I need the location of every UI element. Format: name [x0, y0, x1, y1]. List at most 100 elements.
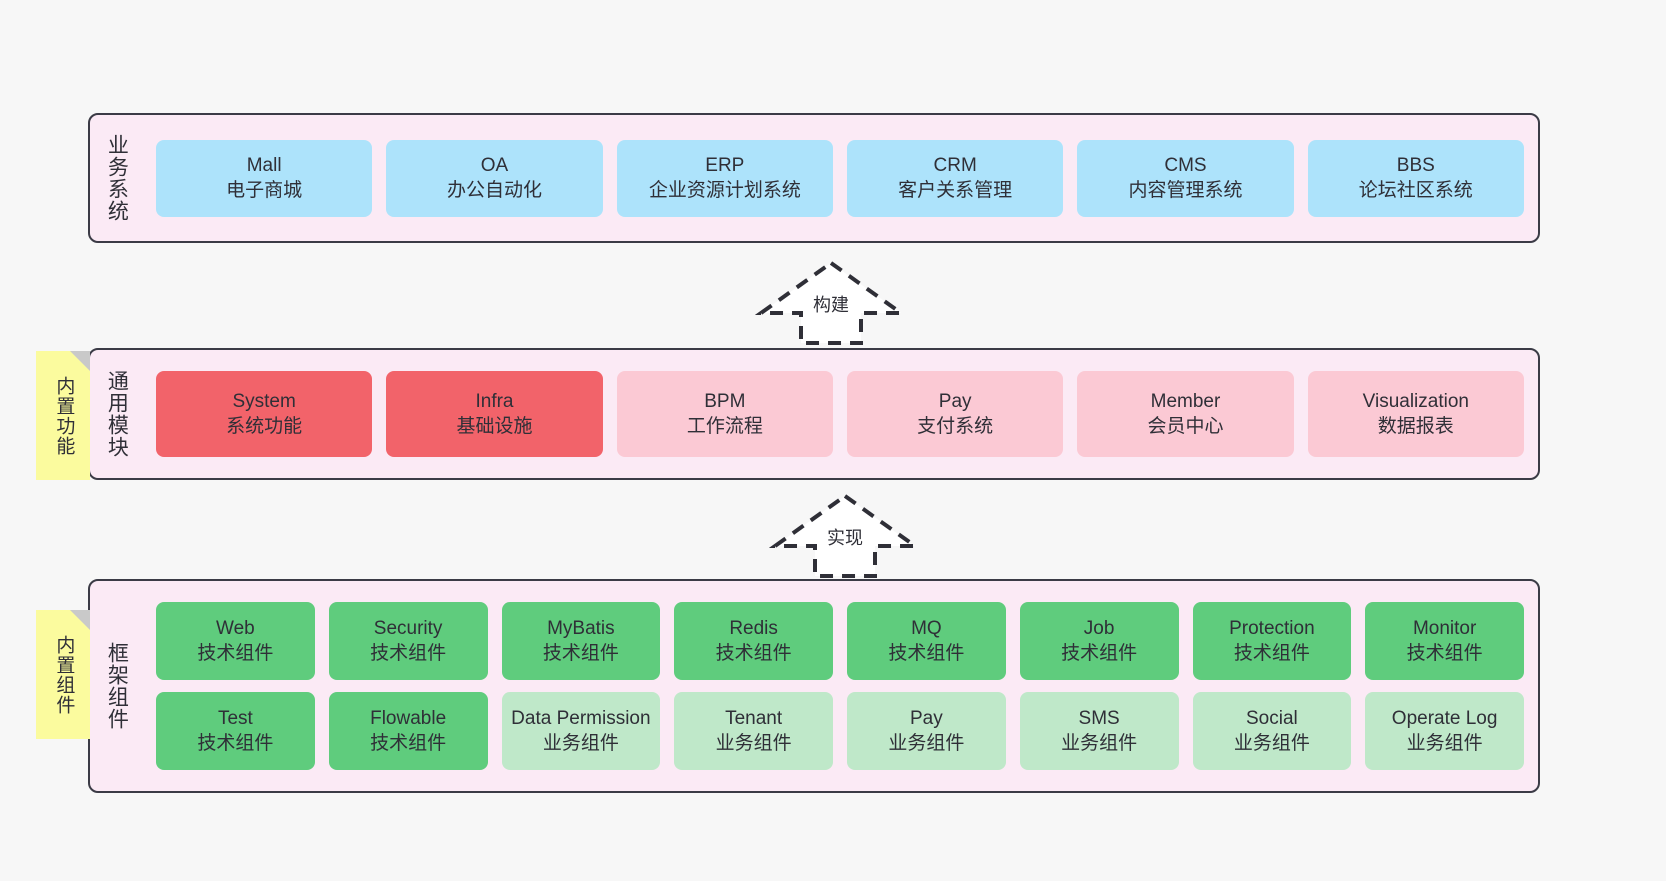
note-label: 内置功能 [53, 375, 75, 456]
card-title-en: Data Permission [511, 707, 651, 729]
card-title-cn: 技术组件 [1233, 643, 1310, 664]
card-operate-log[interactable]: Operate Log 业务组件 [1365, 692, 1524, 770]
card-title-cn: 业务组件 [542, 733, 619, 754]
dashed-block-arrow-up-icon [754, 260, 908, 345]
card-pay-component[interactable]: Pay 业务组件 [847, 692, 1006, 770]
card-title-en: MQ [911, 617, 942, 639]
card-title-cn: 系统功能 [226, 416, 303, 437]
card-social[interactable]: Social 业务组件 [1192, 692, 1352, 770]
card-protection[interactable]: Protection 技术组件 [1192, 602, 1352, 680]
card-title-en: Pay [910, 707, 943, 729]
card-oa[interactable]: OA 办公自动化 [386, 139, 603, 217]
card-title-en: Infra [475, 390, 514, 412]
card-title-en: Mall [246, 154, 282, 176]
card-title-cn: 技术组件 [1061, 643, 1138, 664]
card-title-en: Social [1246, 707, 1298, 729]
card-title-cn: 企业资源计划系统 [648, 180, 801, 201]
card-title-cn: 技术组件 [370, 643, 447, 664]
card-mq[interactable]: MQ 技术组件 [847, 602, 1006, 680]
card-title-cn: 电子商城 [226, 180, 303, 201]
card-title-en: Flowable [370, 707, 447, 729]
card-title-en: CRM [933, 154, 977, 176]
layer-common-module: 通用模块 System 系统功能 Infra 基础设施 BPM 工作流程 Pay… [88, 348, 1540, 480]
note-builtin-component: 内置组件 [36, 610, 90, 739]
card-title-cn: 业务组件 [715, 733, 792, 754]
card-title-cn: 技术组件 [715, 643, 792, 664]
card-title-en: BPM [704, 390, 746, 412]
card-title-cn: 业务组件 [1061, 733, 1138, 754]
card-title-cn: 数据报表 [1377, 416, 1454, 437]
card-erp[interactable]: ERP 企业资源计划系统 [616, 139, 833, 217]
card-title-en: Web [216, 617, 255, 639]
card-title-cn: 技术组件 [370, 733, 447, 754]
card-bbs[interactable]: BBS 论坛社区系统 [1307, 139, 1524, 217]
card-title-en: Tenant [725, 707, 783, 729]
page-fold-icon [70, 610, 90, 630]
card-title-cn: 支付系统 [917, 416, 994, 437]
card-member[interactable]: Member 会员中心 [1077, 371, 1294, 457]
card-title-en: Test [217, 707, 253, 729]
card-title-en: Monitor [1412, 617, 1477, 639]
card-data-permission[interactable]: Data Permission 业务组件 [501, 692, 661, 770]
card-security[interactable]: Security 技术组件 [328, 602, 488, 680]
card-title-en: OA [480, 154, 509, 176]
card-tenant[interactable]: Tenant 业务组件 [674, 692, 833, 770]
card-pay-module[interactable]: Pay 支付系统 [846, 371, 1064, 457]
card-title-cn: 工作流程 [686, 416, 763, 437]
card-title-cn: 内容管理系统 [1128, 180, 1243, 201]
card-title-en: Operate Log [1391, 707, 1498, 729]
card-title-en: System [232, 390, 296, 412]
card-title-en: MyBatis [547, 617, 615, 639]
layer-title-framework: 框架组件 [105, 642, 129, 730]
card-title-cn: 会员中心 [1147, 416, 1224, 437]
card-title-cn: 技术组件 [1406, 643, 1483, 664]
card-visualization[interactable]: Visualization 数据报表 [1307, 371, 1524, 457]
card-title-en: CMS [1164, 154, 1207, 176]
card-redis[interactable]: Redis 技术组件 [674, 602, 833, 680]
card-title-cn: 办公自动化 [446, 180, 542, 201]
layer-title-business: 业务系统 [105, 134, 129, 222]
card-title-cn: 业务组件 [1406, 733, 1483, 754]
layer-body-common: System 系统功能 Infra 基础设施 BPM 工作流程 Pay 支付系统… [142, 350, 1538, 478]
card-title-en: ERP [705, 154, 745, 176]
card-sms[interactable]: SMS 业务组件 [1019, 692, 1179, 770]
card-title-en: Visualization [1362, 390, 1469, 412]
card-title-en: Member [1150, 390, 1221, 412]
card-title-en: Security [373, 617, 443, 639]
card-title-cn: 技术组件 [197, 733, 274, 754]
card-title-cn: 业务组件 [1233, 733, 1310, 754]
card-title-cn: 论坛社区系统 [1358, 180, 1473, 201]
card-title-cn: 技术组件 [888, 643, 965, 664]
layer-business-system: 业务系统 Mall 电子商城 OA 办公自动化 ERP 企业资源计划系统 CRM… [88, 113, 1540, 243]
card-title-cn: 技术组件 [542, 643, 619, 664]
card-test[interactable]: Test 技术组件 [156, 692, 315, 770]
card-title-en: SMS [1078, 707, 1120, 729]
card-monitor[interactable]: Monitor 技术组件 [1365, 602, 1524, 680]
framework-row-business: Test 技术组件 Flowable 技术组件 Data Permission … [156, 692, 1524, 770]
card-title-cn: 业务组件 [888, 733, 965, 754]
card-title-en: Protection [1229, 617, 1315, 639]
card-mybatis[interactable]: MyBatis 技术组件 [501, 602, 661, 680]
card-crm[interactable]: CRM 客户关系管理 [846, 139, 1064, 217]
dashed-block-arrow-up-icon [768, 493, 922, 578]
card-bpm[interactable]: BPM 工作流程 [616, 371, 833, 457]
note-label: 内置组件 [53, 634, 75, 715]
card-title-cn: 基础设施 [456, 416, 533, 437]
card-title-cn: 客户关系管理 [898, 180, 1013, 201]
card-infra[interactable]: Infra 基础设施 [386, 371, 603, 457]
layer-title-common: 通用模块 [105, 370, 129, 458]
arrow-build: 构建 [754, 257, 908, 347]
card-title-en: Redis [729, 617, 778, 639]
card-mall[interactable]: Mall 电子商城 [156, 139, 373, 217]
card-flowable[interactable]: Flowable 技术组件 [328, 692, 488, 770]
card-job[interactable]: Job 技术组件 [1019, 602, 1179, 680]
card-cms[interactable]: CMS 内容管理系统 [1077, 139, 1294, 217]
framework-row-technical: Web 技术组件 Security 技术组件 MyBatis 技术组件 Redi… [156, 602, 1524, 680]
arrow-implement: 实现 [768, 490, 922, 580]
page-fold-icon [70, 351, 90, 371]
card-web[interactable]: Web 技术组件 [156, 602, 315, 680]
layer-body-business: Mall 电子商城 OA 办公自动化 ERP 企业资源计划系统 CRM 客户关系… [142, 115, 1538, 241]
card-system[interactable]: System 系统功能 [156, 371, 373, 457]
card-title-cn: 技术组件 [197, 643, 274, 664]
